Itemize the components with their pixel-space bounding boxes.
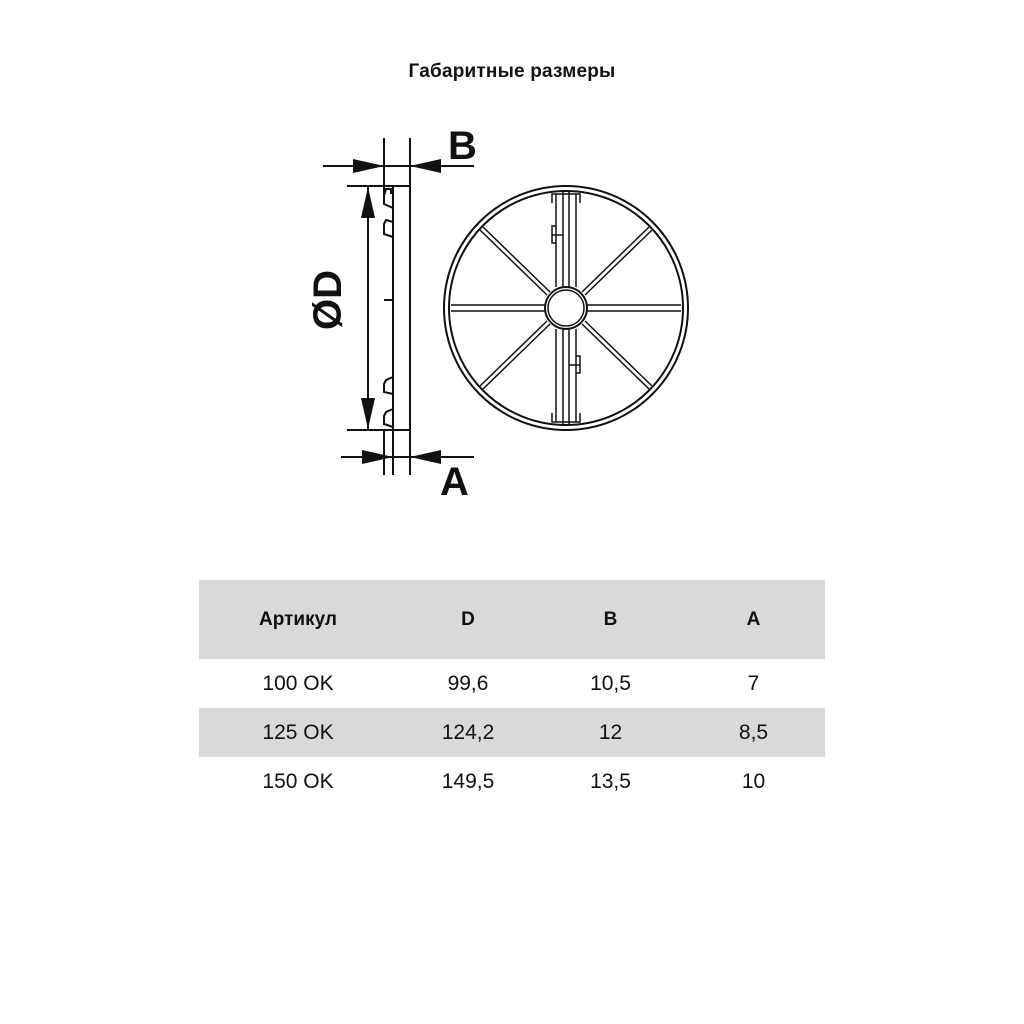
cell-a: 10 bbox=[741, 769, 766, 793]
page-title: Габаритные размеры bbox=[408, 61, 616, 82]
table-row: 150 OK 149,5 13,5 10 bbox=[199, 757, 825, 806]
header-d: D bbox=[461, 608, 475, 630]
cell-article: 150 OK bbox=[262, 769, 334, 793]
cell-d: 99,6 bbox=[447, 671, 489, 695]
dimension-label-a: A bbox=[440, 460, 469, 504]
cell-a: 7 bbox=[747, 671, 760, 695]
cell-article: 125 OK bbox=[262, 720, 334, 744]
front-view bbox=[443, 185, 689, 431]
table-header-row: Артикул D B A bbox=[199, 580, 825, 659]
cell-d: 149,5 bbox=[441, 769, 495, 793]
cell-b: 10,5 bbox=[590, 671, 631, 695]
table-row: 100 OK 99,6 10,5 7 bbox=[199, 659, 825, 708]
dimension-drawing bbox=[323, 138, 689, 475]
cell-article: 100 OK bbox=[262, 671, 334, 695]
header-article: Артикул bbox=[259, 608, 337, 630]
cell-a: 8,5 bbox=[738, 720, 769, 744]
cell-b: 13,5 bbox=[590, 769, 631, 793]
header-a: A bbox=[746, 608, 761, 630]
dimension-label-diameter: ØD bbox=[306, 270, 350, 330]
header-b: B bbox=[603, 608, 618, 630]
table-row: 125 OK 124,2 12 8,5 bbox=[199, 708, 825, 757]
side-view-profile bbox=[347, 138, 411, 475]
cell-d: 124,2 bbox=[441, 720, 495, 744]
dimension-label-b: B bbox=[448, 124, 477, 168]
cell-b: 12 bbox=[598, 720, 623, 744]
dimensions-table: Артикул D B A 100 OK 99,6 10,5 7 125 OK … bbox=[199, 580, 825, 806]
